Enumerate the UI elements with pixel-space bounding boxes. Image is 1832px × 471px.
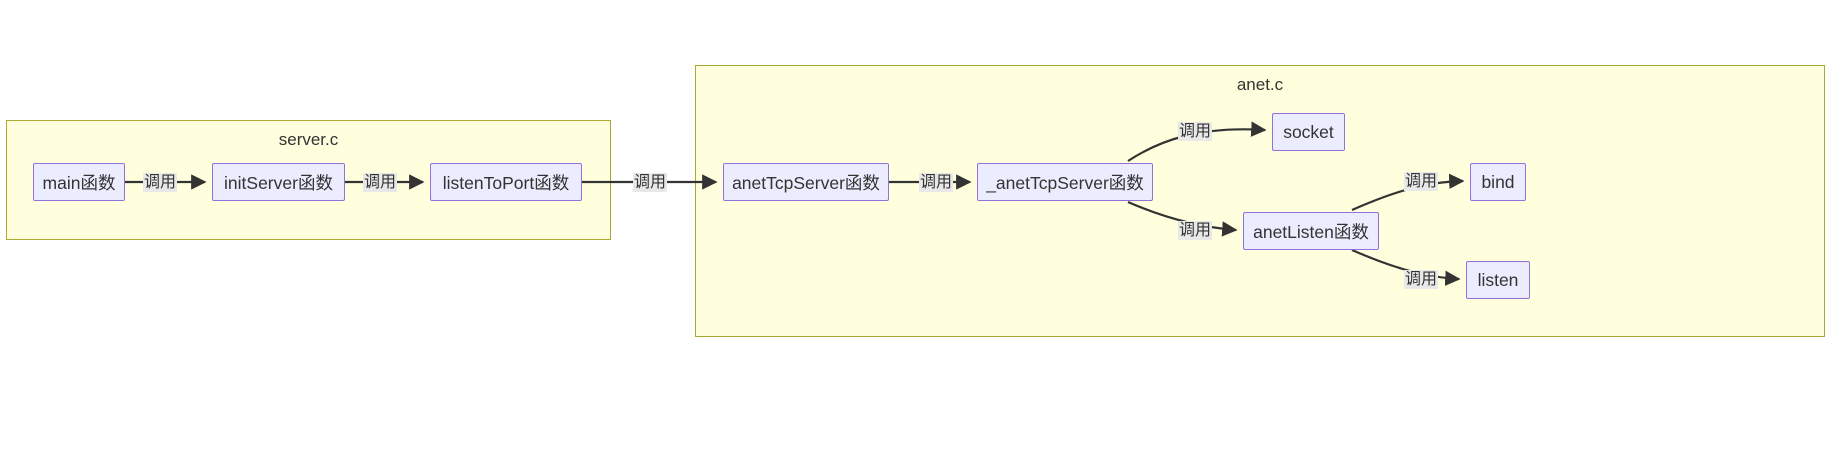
- edge-label-anettcpserver-_anettcpserver: 调用: [919, 173, 954, 192]
- node-_anettcpserver[interactable]: _anetTcpServer函数: [977, 163, 1153, 201]
- cluster-label-server-c: server.c: [278, 130, 339, 149]
- edge-label-listentoport-anettcpserver: 调用: [633, 173, 668, 192]
- node-listentoport[interactable]: listenToPort函数: [430, 163, 582, 201]
- edge-label-main-initserver: 调用: [143, 173, 178, 192]
- node-bind[interactable]: bind: [1470, 163, 1526, 201]
- edge-label-_anettcpserver-socket: 调用: [1178, 122, 1213, 141]
- edge-label-_anettcpserver-anetlisten: 调用: [1178, 221, 1213, 240]
- node-socket[interactable]: socket: [1272, 113, 1345, 151]
- edge-label-anetlisten-bind: 调用: [1404, 172, 1439, 191]
- node-listen[interactable]: listen: [1466, 261, 1530, 299]
- node-main[interactable]: main函数: [33, 163, 125, 201]
- edge-label-anetlisten-listen: 调用: [1404, 270, 1439, 289]
- node-anettcpserver[interactable]: anetTcpServer函数: [723, 163, 889, 201]
- cluster-label-anet-c: anet.c: [1236, 75, 1284, 94]
- node-initserver[interactable]: initServer函数: [212, 163, 345, 201]
- edge-label-initserver-listentoport: 调用: [363, 173, 398, 192]
- cluster-anet-c: anet.c: [695, 65, 1825, 337]
- node-anetlisten[interactable]: anetListen函数: [1243, 212, 1379, 250]
